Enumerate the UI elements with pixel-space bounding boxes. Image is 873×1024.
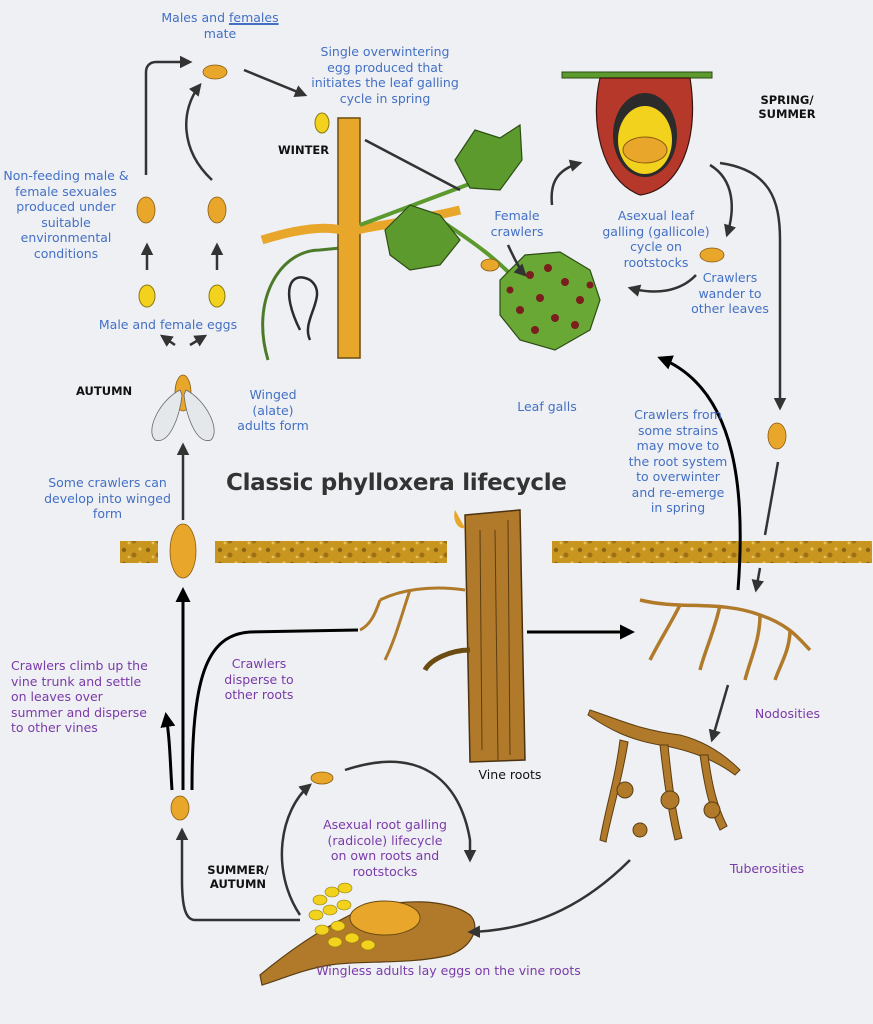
black-arrows — [160, 355, 742, 791]
vine-trunk-roots — [359, 509, 526, 763]
leaf-gall-cross-section — [561, 71, 713, 196]
alate-wings — [151, 389, 215, 441]
label-crawlers-climb: Crawlers climb up the vine trunk and set… — [11, 658, 148, 735]
arrow-gall-to-root-crawler — [719, 161, 787, 411]
arrow-female-to-mating — [185, 83, 213, 181]
arrow-gall-to-root-crawler — [175, 827, 300, 922]
soil-surface — [120, 541, 872, 563]
soil-strip-left — [120, 541, 158, 563]
arrow-soil-to-roots — [751, 567, 764, 593]
arrow-mating-to-egg — [243, 68, 308, 97]
grape-leaf — [454, 123, 523, 191]
line-disperse-roots — [190, 628, 359, 791]
label-male-female-eggs: Male and female eggs — [98, 317, 238, 332]
label-non-feeding-sexuales: Non-feeding male & female sexuales produ… — [3, 168, 129, 261]
root-gall-with-eggs — [259, 882, 476, 986]
vine-shoot-illustration — [260, 117, 601, 361]
female-egg — [208, 284, 226, 308]
crawler-insect — [767, 422, 787, 450]
nodosity-roots — [639, 598, 812, 681]
grape-leaf — [384, 204, 461, 271]
root-crawler-insect — [169, 523, 197, 579]
leaf-crawler-insect — [699, 247, 725, 263]
label-winged-adults: Winged (alate) adults form — [237, 387, 309, 433]
line-crawler-to-soil — [763, 461, 780, 536]
crawler-insect — [170, 795, 190, 821]
season-summer-autumn: SUMMER/ AUTUMN — [207, 863, 269, 891]
arrow-gall-to-crawler — [280, 783, 312, 916]
label-text-underlined: females — [228, 10, 279, 25]
arrow-female-crawlers-to-gall — [550, 159, 583, 206]
female-crawler-insect — [480, 258, 500, 272]
arrow-crawler-to-gall — [344, 760, 477, 863]
crawler-insect — [310, 771, 334, 785]
male-sexuale-insect — [136, 196, 156, 224]
line-egg-to-leaf — [364, 138, 461, 192]
arrow-crawler-to-leaf — [506, 244, 527, 277]
arrow-alate-to-male-egg — [159, 334, 176, 347]
soil-strip-middle — [215, 541, 447, 563]
season-spring-summer: SPRING/ SUMMER — [758, 93, 816, 121]
arrow-disperse-vines — [160, 712, 176, 791]
arrow-male-to-mating — [144, 55, 193, 175]
label-vine-roots: Vine roots — [478, 767, 542, 782]
label-crawlers-winged: Some crawlers can develop into winged fo… — [44, 475, 171, 521]
lifecycle-arrows — [140, 55, 787, 938]
label-text: Males and — [161, 10, 229, 25]
season-autumn: AUTUMN — [76, 384, 133, 398]
season-winter: WINTER — [278, 143, 330, 157]
wingless-adult — [349, 900, 421, 936]
eggs — [138, 112, 330, 308]
arrow-alate-to-female-egg — [189, 334, 208, 347]
label-crawlers-disperse: Crawlers disperse to other roots — [224, 656, 294, 702]
overwintering-egg — [314, 112, 330, 134]
female-sexuale-insect — [207, 196, 227, 224]
tuberosity-roots — [587, 709, 741, 843]
label-female-crawlers: Female crawlers — [490, 208, 544, 239]
soil-strip-right — [552, 541, 872, 563]
mating-pair-insect — [202, 64, 228, 80]
arrow-nodosity-to-tuberosity — [708, 684, 730, 743]
label-wingless-adults: Wingless adults lay eggs on the vine roo… — [316, 963, 581, 978]
egg-cluster — [308, 882, 376, 951]
leaf-gall-spots — [506, 264, 594, 334]
label-tuberosities: Tuberosities — [729, 861, 805, 876]
diagram-title: Classic phylloxera lifecycle — [226, 470, 567, 496]
label-nodosities: Nodosities — [754, 706, 821, 721]
label-crawlers-root-system: Crawlers from some strains may move to t… — [628, 407, 728, 515]
label-leaf-galls: Leaf galls — [517, 399, 577, 414]
arrow-gall-to-crawler — [709, 163, 736, 238]
label-single-egg: Single overwintering egg produced that i… — [311, 44, 459, 106]
label-crawlers-wander: Crawlers wander to other leaves — [691, 270, 769, 316]
arrow-roots-to-leaves — [657, 355, 742, 591]
label-asexual-leaf-galling: Asexual leaf galling (gallicole) cycle o… — [602, 208, 710, 270]
arrow-tuberosity-to-root-gall — [467, 859, 631, 938]
label-text: mate — [203, 25, 237, 41]
arrow-crawler-wander — [627, 274, 697, 297]
male-egg — [138, 284, 156, 308]
vine-cane — [337, 117, 361, 359]
label-asexual-root-galling: Asexual root galling (radicole) lifecycl… — [323, 817, 447, 879]
